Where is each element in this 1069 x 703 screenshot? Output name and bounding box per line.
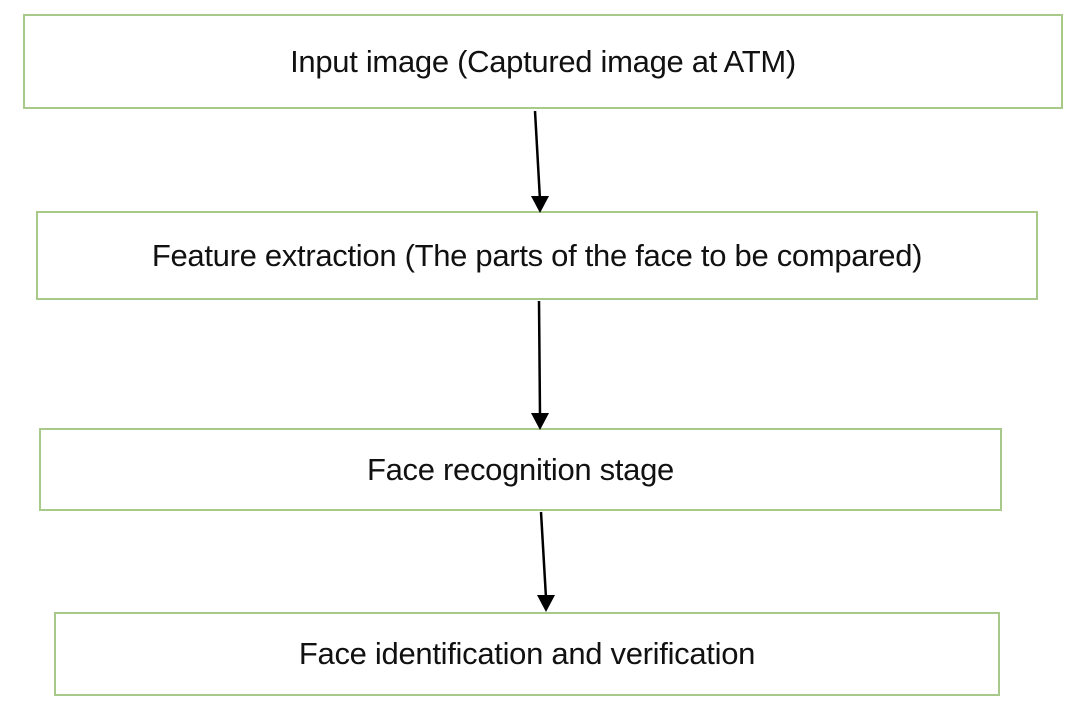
arrow-recognition-to-identification [537,511,555,612]
step-input-image: Input image (Captured image at ATM) [23,14,1063,109]
arrow-input-to-feature [531,110,549,213]
step-feature-extraction-label: Feature extraction (The parts of the fac… [151,237,923,273]
step-face-recognition-label: Face recognition stage [366,451,675,487]
arrow-feature-to-recognition [531,300,549,430]
step-face-identification-label: Face identification and verification [298,636,756,671]
step-face-identification: Face identification and verification [54,612,1000,696]
step-face-recognition: Face recognition stage [39,428,1002,511]
step-feature-extraction: Feature extraction (The parts of the fac… [36,211,1038,300]
step-input-image-label: Input image (Captured image at ATM) [290,43,796,79]
